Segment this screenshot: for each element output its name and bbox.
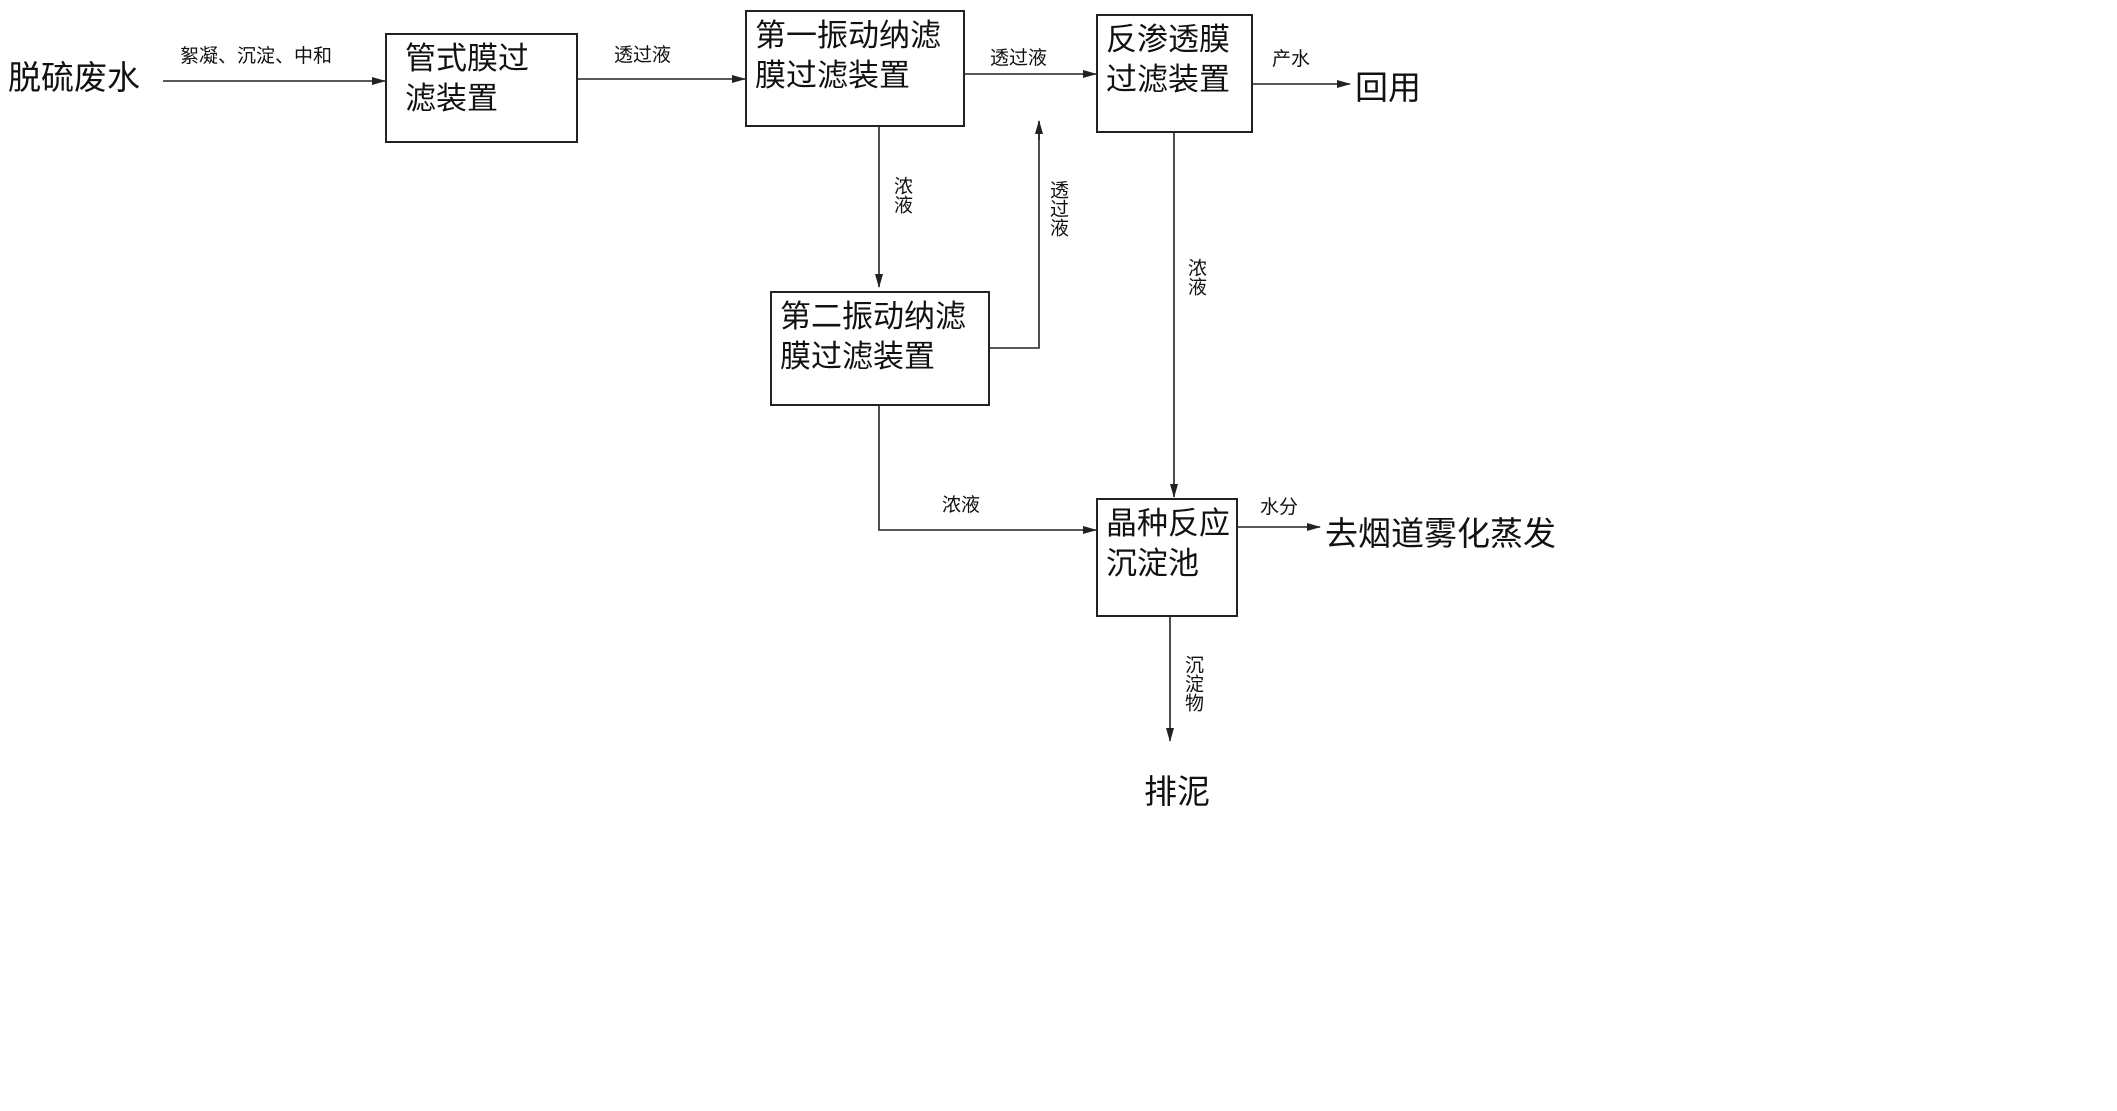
flow-connectors (163, 70, 1351, 742)
ro-line1: 反渗透膜 (1106, 22, 1230, 58)
vnf2-line1: 第二振动纳滤 (780, 299, 966, 335)
vnf2-box: 第二振动纳滤 膜过滤装置 (770, 291, 990, 406)
tubular-permeate-label: 透过液 (614, 44, 672, 66)
tubular-membrane-line1: 管式膜过 (405, 41, 529, 77)
tubular-membrane-line2: 滤装置 (405, 81, 498, 117)
vnf1-concentrate-label: 浓液 (891, 176, 913, 214)
flow-diagram: 脱硫废水 回用 去烟道雾化蒸发 排泥 管式膜过 滤装置 第一振动纳滤 膜过滤装置… (8, 10, 1556, 811)
vnf1-box: 第一振动纳滤 膜过滤装置 (745, 10, 965, 127)
sludge-label: 排泥 (1144, 772, 1210, 811)
evaporation-label: 去烟道雾化蒸发 (1325, 514, 1556, 553)
vnf1-line1: 第一振动纳滤 (755, 18, 941, 54)
crystal-settling-line1: 晶种反应 (1106, 506, 1230, 542)
sediment-label: 沉淀物 (1182, 655, 1204, 712)
ro-box: 反渗透膜 过滤装置 (1096, 14, 1253, 133)
vnf1-line2: 膜过滤装置 (755, 58, 910, 94)
arrow-vnf2-to-crystal (878, 406, 1097, 534)
product-water-label: 产水 (1272, 48, 1311, 70)
water-out-label: 水分 (1260, 496, 1299, 518)
crystal-settling-line2: 沉淀池 (1106, 546, 1199, 582)
vnf2-permeate-label: 透过液 (1047, 180, 1069, 237)
pretreatment-label: 絮凝、沉淀、中和 (180, 45, 333, 67)
vnf2-concentrate-label: 浓液 (942, 494, 981, 516)
tubular-membrane-box: 管式膜过 滤装置 (385, 33, 578, 143)
vnf2-line2: 膜过滤装置 (780, 339, 935, 375)
vnf1-permeate-label: 透过液 (990, 47, 1048, 69)
ro-line2: 过滤装置 (1106, 62, 1230, 98)
reuse-label: 回用 (1355, 68, 1421, 107)
crystal-settling-box: 晶种反应 沉淀池 (1096, 498, 1238, 617)
source-label: 脱硫废水 (8, 58, 140, 97)
ro-concentrate-label: 浓液 (1185, 258, 1207, 296)
arrow-vnf2-to-ro-return (990, 122, 1040, 349)
